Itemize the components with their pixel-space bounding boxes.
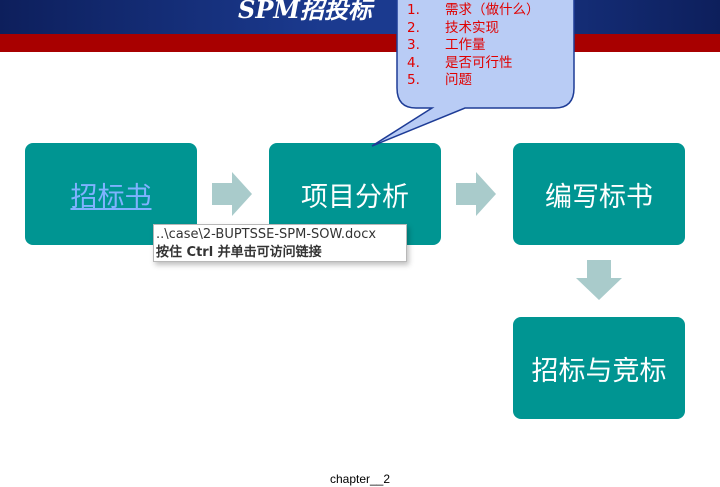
callout-item: 4.是否可行性 [407,54,513,71]
speech-callout [371,0,575,147]
tender-and-bidding-label: 招标与竞标 [531,355,667,387]
tooltip-link-path: ..\case\2-BUPTSSE-SPM-SOW.docx [156,227,377,242]
step-tender-and-bidding: 招标与竞标 [513,317,685,419]
callout-item: 2.技术实现 [407,19,499,36]
project-analysis-label: 项目分析 [301,181,409,213]
right-arrow-icon [456,172,496,216]
down-arrow-icon [576,260,622,300]
slide-footer: chapter__2 [329,472,391,486]
hyperlink-tooltip: ..\case\2-BUPTSSE-SPM-SOW.docx 按住 Ctrl 并… [153,224,407,262]
callout-list: 1.需求（做什么） 2.技术实现 3.工作量 4.是否可行性 5.问题 [407,2,540,90]
step-write-bid: 编写标书 [513,143,685,245]
write-bid-label: 编写标书 [545,181,653,213]
callout-item: 5.问题 [407,72,472,88]
bid-document-link[interactable]: 招标书 [70,181,152,213]
tooltip-hint: 按住 Ctrl 并单击可访问链接 [156,245,322,260]
header-stripe [0,34,720,52]
callout-item: 3.工作量 [407,37,486,53]
right-arrow-icon [212,172,252,216]
header-banner [0,0,720,34]
slide-title: SPM招投标 [238,0,372,24]
callout-item: 1.需求（做什么） [407,2,540,18]
